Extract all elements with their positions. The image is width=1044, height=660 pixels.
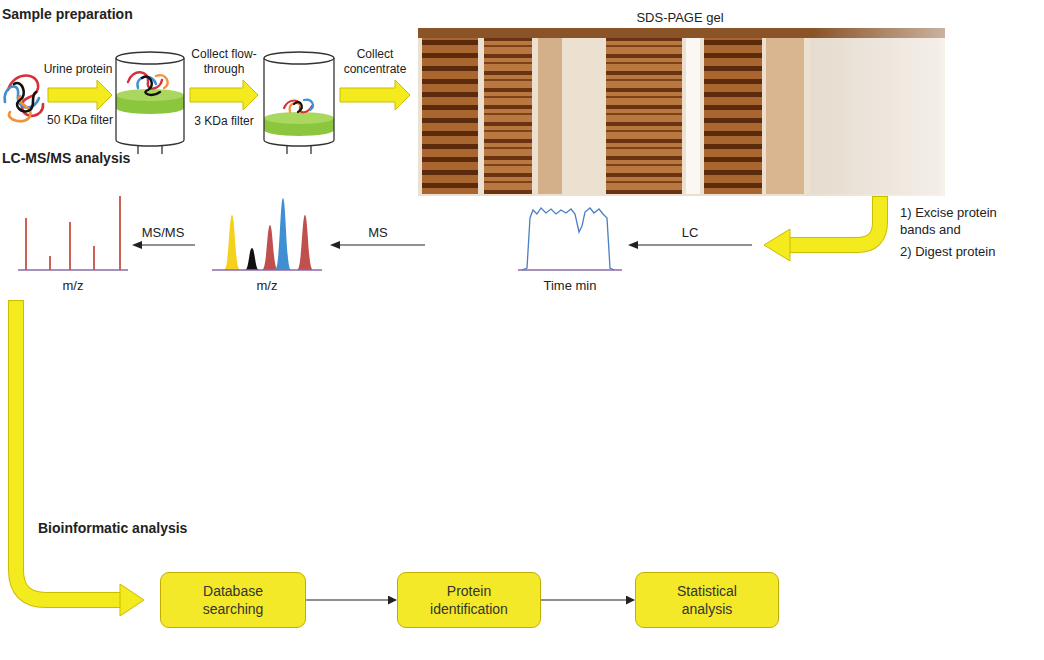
ms-spectrum: [212, 198, 322, 270]
box-text: Protein identification: [413, 582, 525, 618]
axis-label: m/z: [53, 277, 93, 294]
gel-title: SDS-PAGE gel: [610, 9, 750, 26]
section-heading: LC-MS/MS analysis: [2, 150, 130, 167]
step-label: LC: [670, 224, 710, 241]
section-heading: Sample preparation: [2, 6, 133, 23]
step-label: Collect concentrate: [339, 47, 411, 77]
protein-illustration: [5, 76, 43, 122]
process-box: Protein identification: [397, 572, 541, 628]
filter-label: 50 KDa filter: [38, 113, 122, 128]
process-arrow: [48, 80, 410, 110]
filter-tube: [116, 52, 184, 154]
step-label: MS: [358, 224, 398, 241]
process-arrow: [764, 196, 880, 261]
step-label: Collect flow-through: [186, 47, 262, 77]
axis-label: m/z: [247, 277, 287, 294]
process-arrow: [16, 300, 144, 616]
box-text: Statistical analysis: [651, 582, 763, 618]
step-label: 1) Excise protein bands and: [900, 204, 1018, 238]
process-box: Statistical analysis: [635, 572, 779, 628]
msms-spectrum: [18, 196, 128, 270]
filter-label: 3 KDa filter: [184, 114, 264, 129]
axis-label: Time min: [530, 277, 610, 294]
gel-image: [418, 28, 945, 196]
filter-tube: [264, 52, 334, 154]
chromatogram: [518, 208, 622, 270]
flow-arrow: [541, 599, 634, 600]
flow-arrow: [306, 599, 396, 600]
process-box: Database searching: [160, 572, 306, 628]
box-text: Database searching: [177, 582, 289, 618]
step-label: 2) Digest protein: [900, 243, 995, 260]
step-label: Urine protein: [38, 62, 118, 77]
step-label: MS/MS: [133, 224, 193, 241]
section-heading: Bioinformatic analysis: [38, 520, 187, 537]
step-arrow: [132, 241, 752, 249]
